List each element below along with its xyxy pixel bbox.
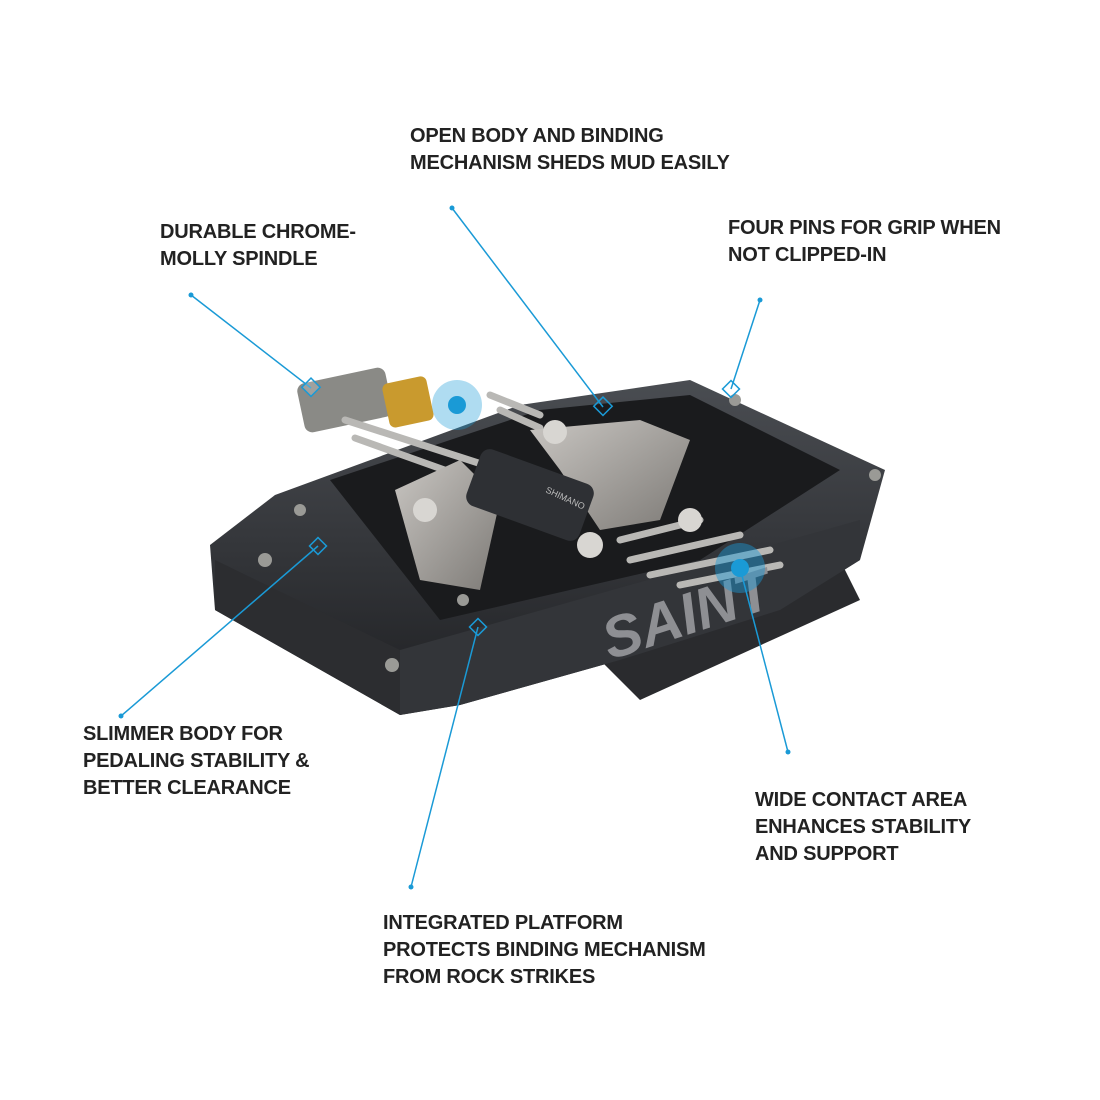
callout-wide-contact: WIDE CONTACT AREA ENHANCES STABILITY AND… xyxy=(755,787,971,868)
callout-dots xyxy=(118,205,791,890)
callout-slimmer-body: SLIMMER BODY FOR PEDALING STABILITY & BE… xyxy=(83,721,310,802)
callout-line: FROM ROCK STRIKES xyxy=(383,966,596,988)
callout-line: WIDE CONTACT AREA xyxy=(755,789,968,811)
binding-mechanism: SHIMANO xyxy=(395,420,702,590)
callout-line: BETTER CLEARANCE xyxy=(83,777,291,799)
callout-line: INTEGRATED PLATFORM xyxy=(383,912,623,934)
callout-line: AND SUPPORT xyxy=(755,843,899,865)
callout-line: OPEN BODY AND BINDING xyxy=(410,125,664,147)
callout-pins: FOUR PINS FOR GRIP WHEN NOT CLIPPED-IN xyxy=(728,215,1001,269)
grip-pins xyxy=(258,394,881,672)
callout-line: MOLLY SPINDLE xyxy=(160,248,318,270)
pedal-side-face xyxy=(215,560,400,715)
callout-line: NOT CLIPPED-IN xyxy=(728,244,887,266)
callout-lines xyxy=(120,207,789,888)
callout-line: SLIMMER BODY FOR xyxy=(83,723,283,745)
callout-line: DURABLE CHROME- xyxy=(160,221,356,243)
callout-line: MECHANISM SHEDS MUD EASILY xyxy=(410,152,730,174)
spindle xyxy=(297,367,434,433)
callout-line: FOUR PINS FOR GRIP WHEN xyxy=(728,217,1001,239)
callout-spindle: DURABLE CHROME- MOLLY SPINDLE xyxy=(160,219,356,273)
callout-line: PROTECTS BINDING MECHANISM xyxy=(383,939,706,961)
callout-integrated-platform: INTEGRATED PLATFORM PROTECTS BINDING MEC… xyxy=(383,910,706,991)
callout-line: ENHANCES STABILITY xyxy=(755,816,972,838)
callout-line: PEDALING STABILITY & xyxy=(83,750,310,772)
callout-open-body: OPEN BODY AND BINDING MECHANISM SHEDS MU… xyxy=(410,123,730,177)
